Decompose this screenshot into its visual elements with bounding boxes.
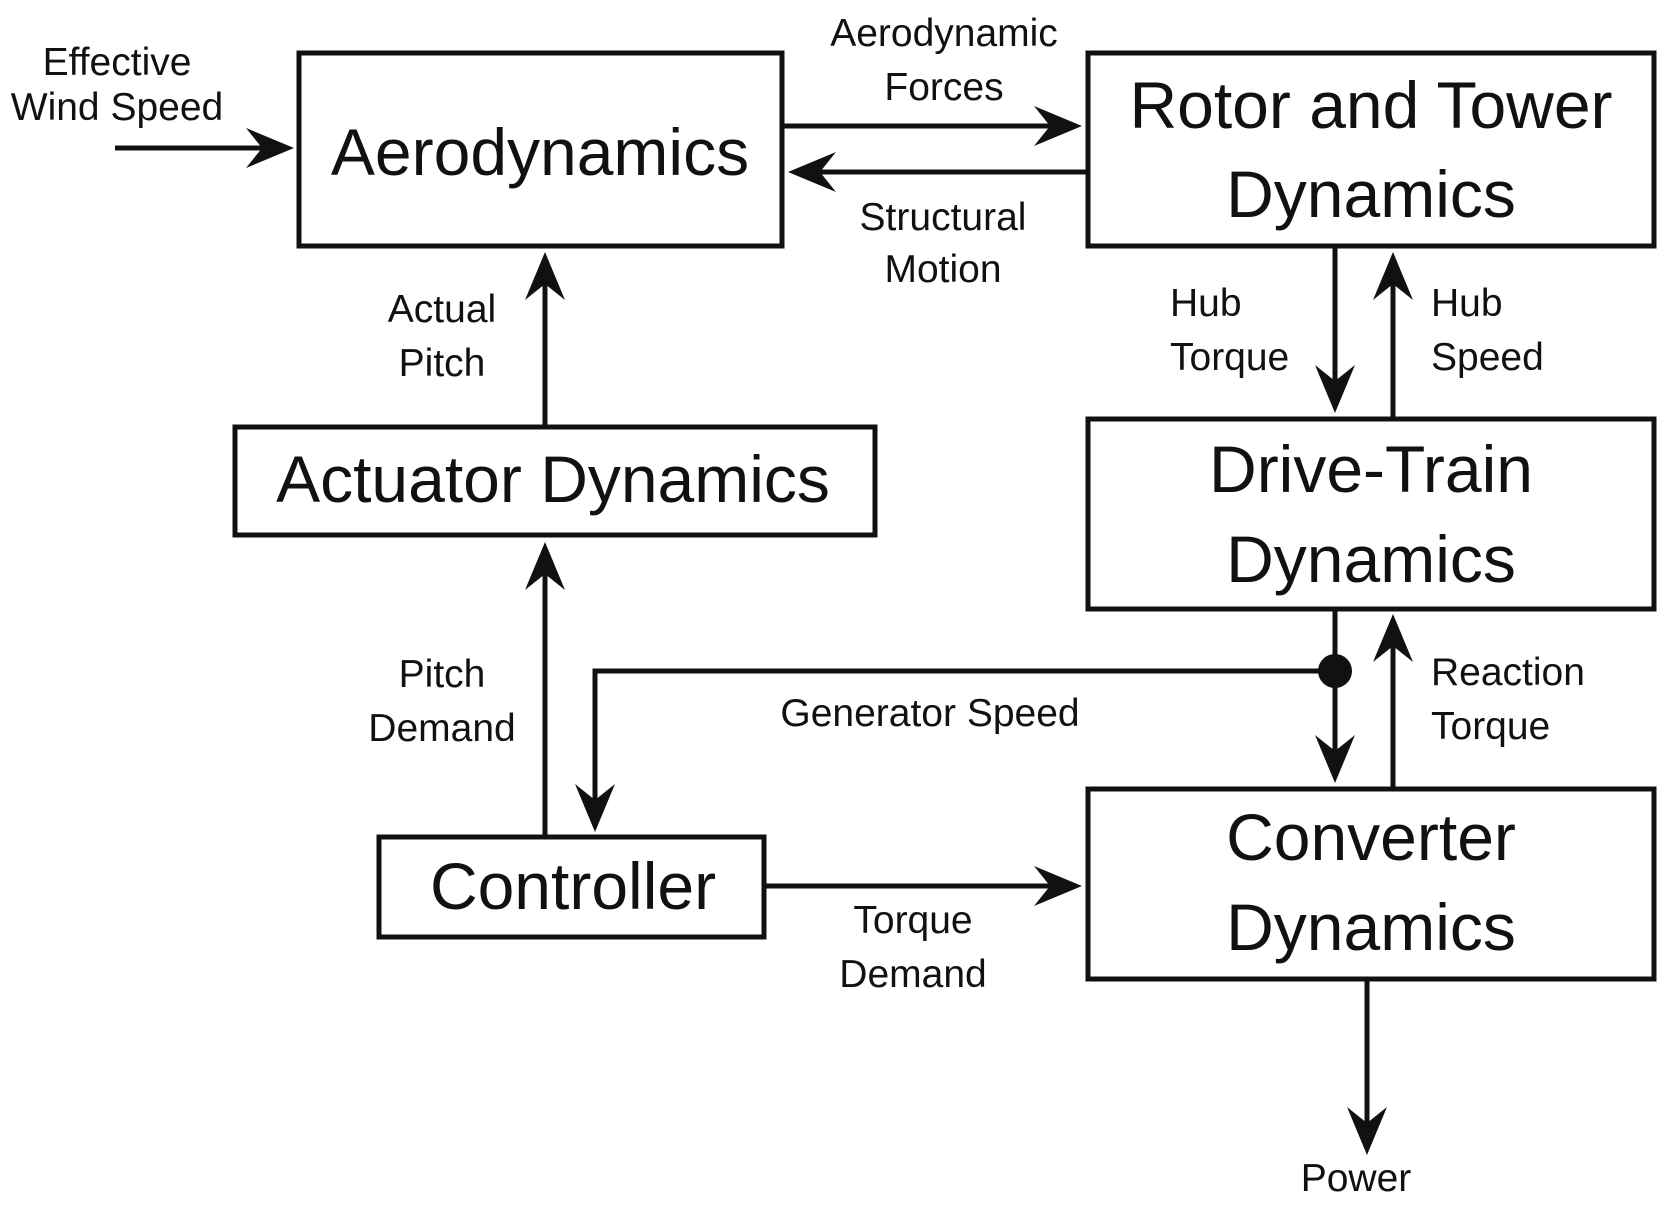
- converter-box: [1085, 786, 1657, 982]
- pitch-demand-label: Pitch Demand: [368, 653, 515, 750]
- reaction-torque-label-line2: Torque: [1431, 705, 1550, 748]
- structural-motion-label-line1: Structural: [860, 196, 1027, 239]
- actual-pitch-label-line2: Pitch: [399, 342, 486, 385]
- torque-demand-label-line1: Torque: [853, 899, 972, 942]
- wind-speed-arrow: [115, 128, 294, 168]
- hub-torque-label-line2: Torque: [1170, 336, 1289, 379]
- rotor-tower-box: [1085, 50, 1657, 249]
- controller-label: Controller: [430, 849, 716, 923]
- aero-forces-label: Aerodynamic Forces: [830, 12, 1058, 109]
- hub-torque-label-line1: Hub: [1170, 282, 1242, 325]
- actuator-box: [232, 424, 878, 538]
- drivetrain-label-line2: Dynamics: [1226, 522, 1516, 596]
- aero-forces-label-line1: Aerodynamic: [830, 12, 1058, 55]
- aerodynamics-block: Aerodynamics: [296, 50, 785, 249]
- converter-label-line1: Converter: [1226, 800, 1516, 874]
- hub-speed-label-line1: Hub: [1431, 282, 1503, 325]
- aero-forces-arrow: [784, 106, 1082, 146]
- reaction-torque-arrow: [1373, 614, 1413, 787]
- hub-speed-arrow: [1373, 252, 1413, 417]
- torque-demand-label: Torque Demand: [839, 899, 986, 996]
- structural-motion-label-line2: Motion: [884, 248, 1001, 291]
- drivetrain-box: [1085, 416, 1657, 612]
- drivetrain-label-line1: Drive-Train: [1209, 432, 1533, 506]
- hub-speed-label-line2: Speed: [1431, 336, 1544, 379]
- rotor-tower-block: Rotor and Tower Dynamics: [1085, 50, 1657, 249]
- drivetrain-block: Drive-Train Dynamics: [1085, 416, 1657, 612]
- aero-forces-label-line2: Forces: [884, 66, 1003, 109]
- pitch-demand-label-line2: Demand: [368, 707, 515, 750]
- structural-motion-label: Structural Motion: [860, 196, 1027, 291]
- controller-block: Controller: [376, 834, 767, 940]
- actuator-block: Actuator Dynamics: [232, 424, 878, 538]
- power-label-line1: Power: [1301, 1157, 1412, 1200]
- converter-label-line2: Dynamics: [1226, 890, 1516, 964]
- generator-speed-junction: [1318, 654, 1352, 688]
- power-arrow: [1347, 981, 1387, 1155]
- wind-speed-label: Effective Wind Speed: [11, 41, 223, 129]
- hub-speed-label: Hub Speed: [1431, 282, 1544, 379]
- generator-speed-label-line1: Generator Speed: [780, 692, 1079, 735]
- reaction-torque-label-line1: Reaction: [1431, 651, 1585, 694]
- actual-pitch-arrow: [525, 252, 565, 425]
- generator-speed-label: Generator Speed: [780, 692, 1079, 735]
- hub-torque-label: Hub Torque: [1170, 282, 1289, 379]
- aerodynamics-label: Aerodynamics: [331, 115, 749, 189]
- generator-speed-arrow: [575, 611, 1355, 832]
- wind-speed-label-line1: Effective: [43, 41, 192, 84]
- hub-torque-arrow: [1315, 248, 1355, 413]
- torque-demand-arrow: [766, 866, 1082, 906]
- pitch-demand-label-line1: Pitch: [399, 653, 486, 696]
- actual-pitch-label: Actual Pitch: [388, 288, 496, 385]
- wind-speed-label-line2: Wind Speed: [11, 86, 223, 129]
- aerodynamics-box: [296, 50, 785, 249]
- power-label: Power: [1301, 1157, 1412, 1200]
- rotor-tower-label-line1: Rotor and Tower: [1129, 68, 1612, 142]
- structural-motion-arrow: [788, 152, 1088, 192]
- rotor-tower-label-line2: Dynamics: [1226, 157, 1516, 231]
- converter-block: Converter Dynamics: [1085, 786, 1657, 982]
- actuator-label: Actuator Dynamics: [276, 442, 830, 516]
- torque-demand-label-line2: Demand: [839, 953, 986, 996]
- controller-box: [376, 834, 767, 940]
- pitch-demand-arrow: [525, 542, 565, 835]
- reaction-torque-label: Reaction Torque: [1431, 651, 1585, 748]
- actual-pitch-label-line1: Actual: [388, 288, 496, 331]
